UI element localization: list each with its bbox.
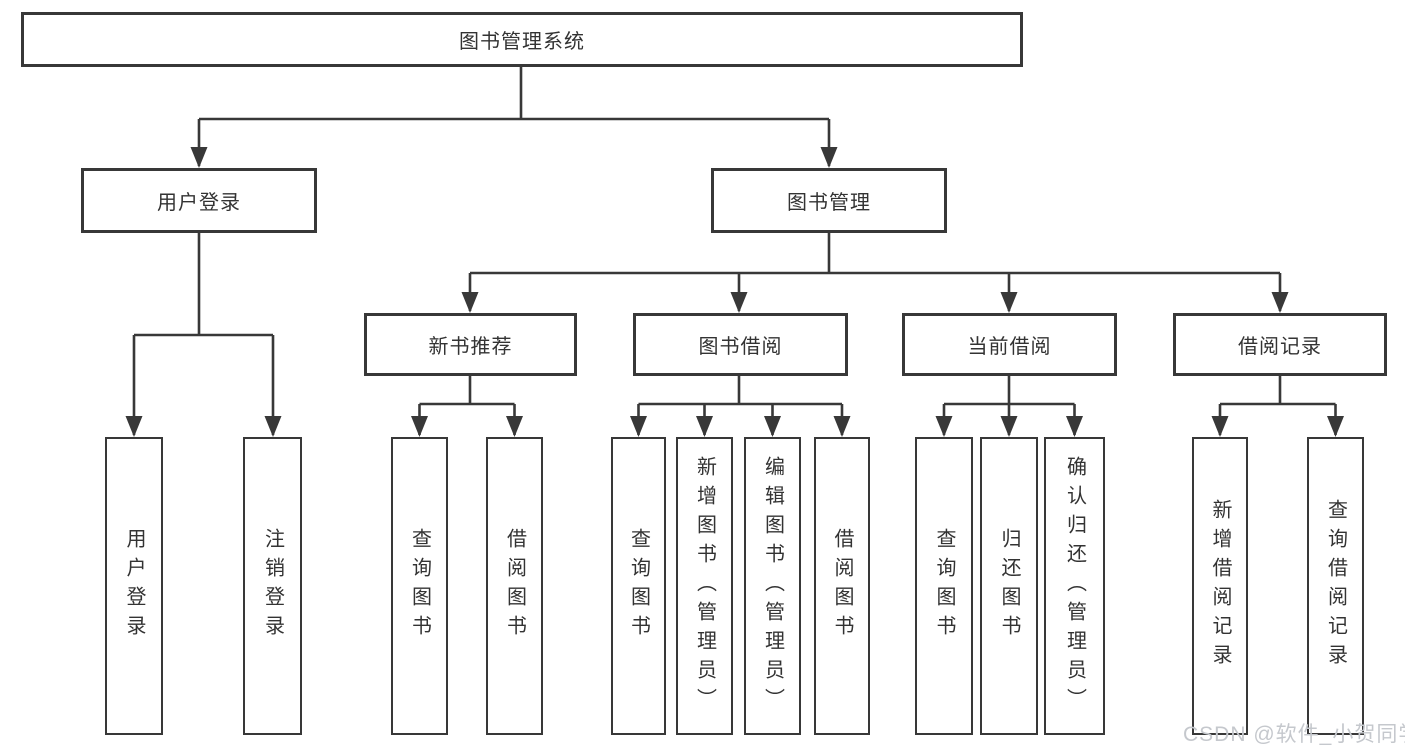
node-leaf-cb-confirm-return-admin-label: 确认归还（管理员） xyxy=(1063,455,1086,717)
arrowheads xyxy=(125,147,1344,437)
node-user-login: 用户登录 xyxy=(81,168,317,233)
node-leaf-br-query-record: 查询借阅记录 xyxy=(1307,437,1364,735)
node-leaf-logout-label: 注销登录 xyxy=(261,528,284,644)
node-leaf-cb-query-books-label: 查询图书 xyxy=(933,528,955,644)
node-book-borrowing-label: 图书借阅 xyxy=(698,336,783,358)
csdn-watermark: CSDN @软件_小贺同学 xyxy=(1183,723,1405,746)
node-user-login-label: 用户登录 xyxy=(157,192,241,214)
node-leaf-br-add-record: 新增借阅记录 xyxy=(1192,437,1248,735)
node-leaf-cb-query-books: 查询图书 xyxy=(915,437,973,735)
node-new-book-recommend-label: 新书推荐 xyxy=(428,336,513,358)
tree-edges xyxy=(132,67,1337,435)
node-leaf-cb-return-books-label: 归还图书 xyxy=(998,528,1020,644)
node-leaf-nb-borrow-books-label: 借阅图书 xyxy=(503,528,526,644)
node-root: 图书管理系统 xyxy=(21,12,1023,67)
node-new-book-recommend: 新书推荐 xyxy=(364,313,577,376)
node-leaf-bb-query-books-label: 查询图书 xyxy=(627,528,650,644)
node-leaf-cb-confirm-return-admin: 确认归还（管理员） xyxy=(1044,437,1105,735)
node-root-label: 图书管理系统 xyxy=(459,31,585,53)
node-leaf-bb-borrow-books: 借阅图书 xyxy=(814,437,870,735)
node-leaf-bb-edit-books-admin: 编辑图书（管理员） xyxy=(744,437,801,735)
node-leaf-bb-borrow-books-label: 借阅图书 xyxy=(831,528,853,644)
node-leaf-logout: 注销登录 xyxy=(243,437,302,735)
node-leaf-nb-query-books: 查询图书 xyxy=(391,437,448,735)
node-leaf-cb-return-books: 归还图书 xyxy=(980,437,1038,735)
node-current-borrowing-label: 当前借阅 xyxy=(967,336,1052,358)
node-leaf-br-add-record-label: 新增借阅记录 xyxy=(1209,499,1231,673)
node-leaf-nb-query-books-label: 查询图书 xyxy=(408,528,431,644)
node-leaf-user-login-label: 用户登录 xyxy=(123,528,145,644)
node-leaf-bb-edit-books-admin-label: 编辑图书（管理员） xyxy=(761,455,784,717)
node-book-borrowing: 图书借阅 xyxy=(633,313,848,376)
node-leaf-bb-add-books-admin-label: 新增图书（管理员） xyxy=(693,455,716,717)
node-leaf-nb-borrow-books: 借阅图书 xyxy=(486,437,543,735)
node-leaf-bb-query-books: 查询图书 xyxy=(611,437,666,735)
node-book-management: 图书管理 xyxy=(711,168,947,233)
node-leaf-bb-add-books-admin: 新增图书（管理员） xyxy=(676,437,733,735)
node-borrowing-records-label: 借阅记录 xyxy=(1238,336,1322,358)
node-leaf-user-login: 用户登录 xyxy=(105,437,163,735)
node-borrowing-records: 借阅记录 xyxy=(1173,313,1387,376)
node-current-borrowing: 当前借阅 xyxy=(902,313,1117,376)
node-leaf-br-query-record-label: 查询借阅记录 xyxy=(1324,499,1347,673)
node-book-management-label: 图书管理 xyxy=(787,192,871,214)
